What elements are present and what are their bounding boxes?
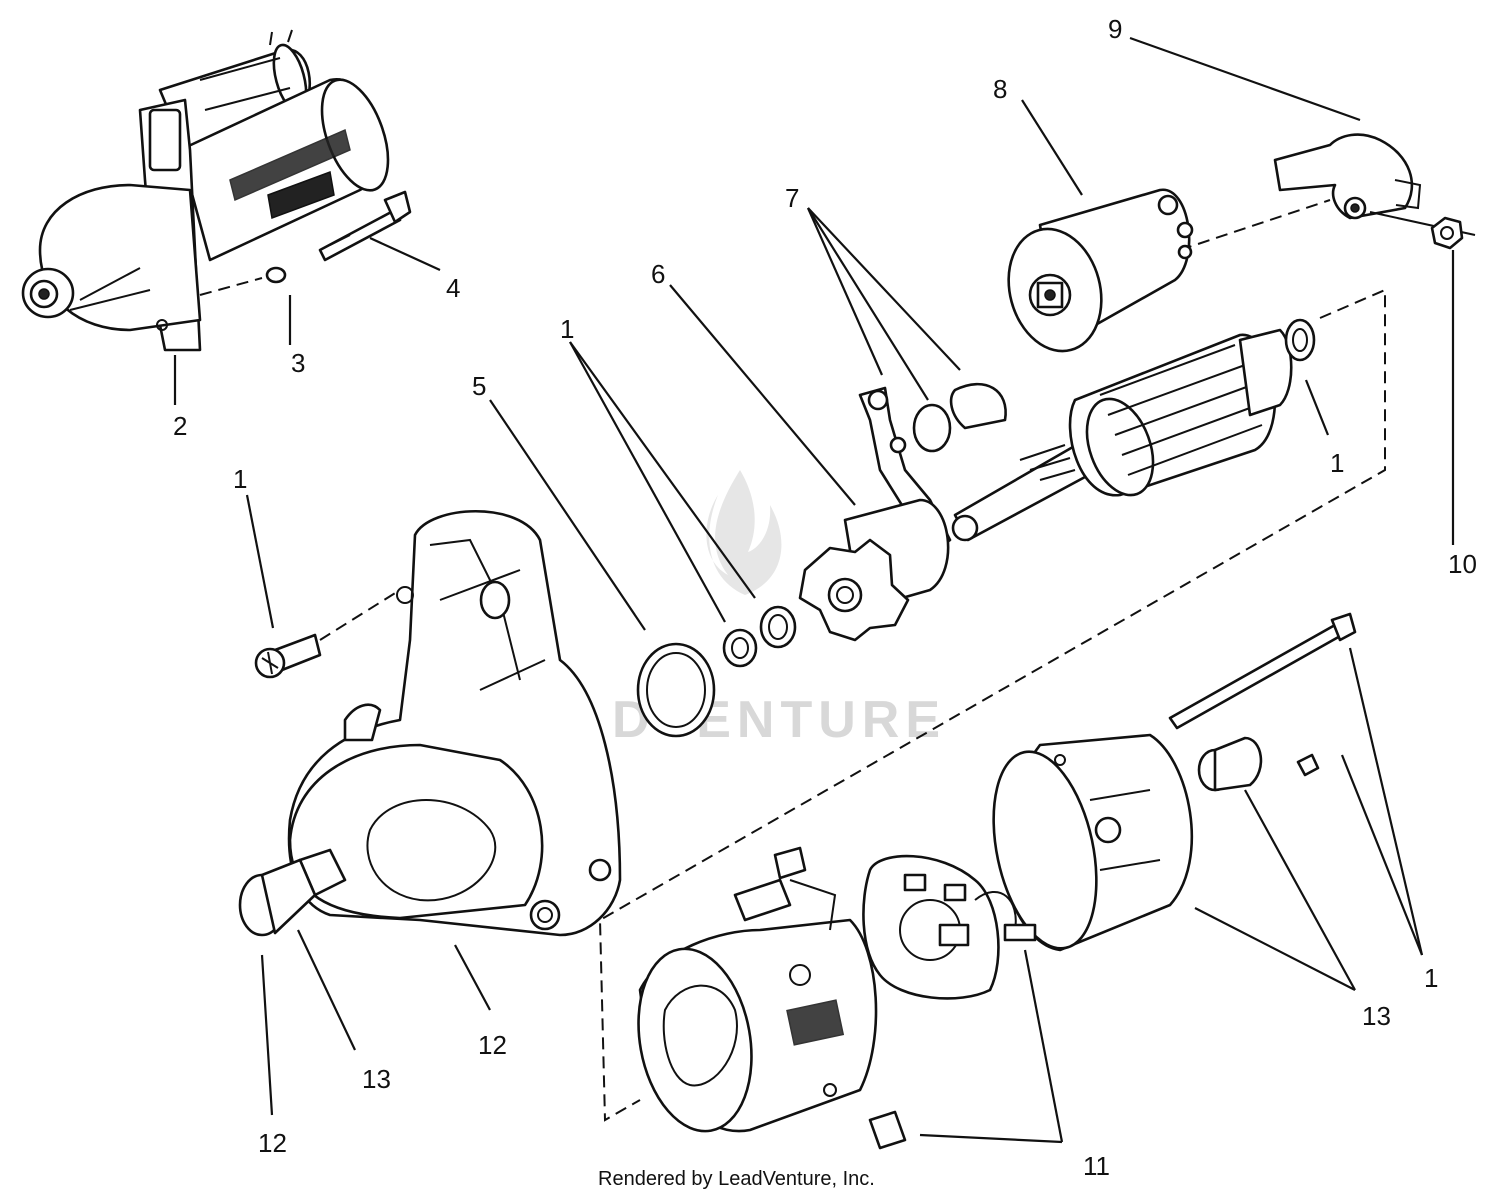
bushing-parts: [1168, 612, 1357, 792]
lever-plate: [912, 382, 1007, 453]
starter-assembly: [21, 29, 390, 352]
footer-credit: Rendered by LeadVenture, Inc.: [598, 1168, 875, 1190]
drive-housing: [238, 510, 622, 937]
callout-6: 6: [651, 259, 665, 289]
armature-group-bracket: [598, 288, 1386, 1122]
solenoid: [1007, 188, 1194, 353]
terminal-boot: [1179, 133, 1476, 251]
washer-part: [199, 266, 287, 296]
callout-7: 7: [785, 183, 799, 213]
screw-part: [254, 589, 401, 679]
callout-1-upper: 1: [560, 314, 574, 344]
commutator-end-cover: [992, 733, 1194, 952]
callout-11: 11: [1083, 1151, 1110, 1181]
leader-lines: [173, 36, 1455, 1144]
field-frame: [637, 846, 878, 1133]
through-bolt-part: [318, 190, 412, 262]
stop-collar: [722, 605, 797, 668]
armature: [951, 318, 1316, 542]
callout-10: 10: [1448, 549, 1477, 579]
brush-holder: [862, 854, 1037, 1000]
callout-1-screw: 1: [233, 464, 247, 494]
callout-8: 8: [993, 74, 1007, 104]
callout-12-housing: 12: [478, 1030, 507, 1060]
callout-3: 3: [291, 348, 305, 378]
callout-1-armature: 1: [1330, 448, 1344, 478]
callout-2: 2: [173, 411, 187, 441]
nut-part: [1430, 216, 1464, 250]
snap-ring: [636, 642, 716, 738]
callout-13-right: 13: [1362, 1001, 1391, 1031]
callout-12-left: 12: [258, 1128, 287, 1158]
callout-1-right: 1: [1424, 963, 1438, 993]
callout-5: 5: [472, 371, 486, 401]
callout-4: 4: [446, 273, 460, 303]
watermark-flame-icon: [706, 470, 782, 595]
callout-13-left: 13: [362, 1064, 391, 1094]
pinion-gear: [798, 498, 950, 642]
callout-9: 9: [1108, 14, 1122, 44]
brush-spring: [868, 1110, 907, 1150]
callout-labels: 9 8 7 6 1 5 4 3 2 1 1 10 1 13 12 13 12 1…: [173, 14, 1477, 1181]
